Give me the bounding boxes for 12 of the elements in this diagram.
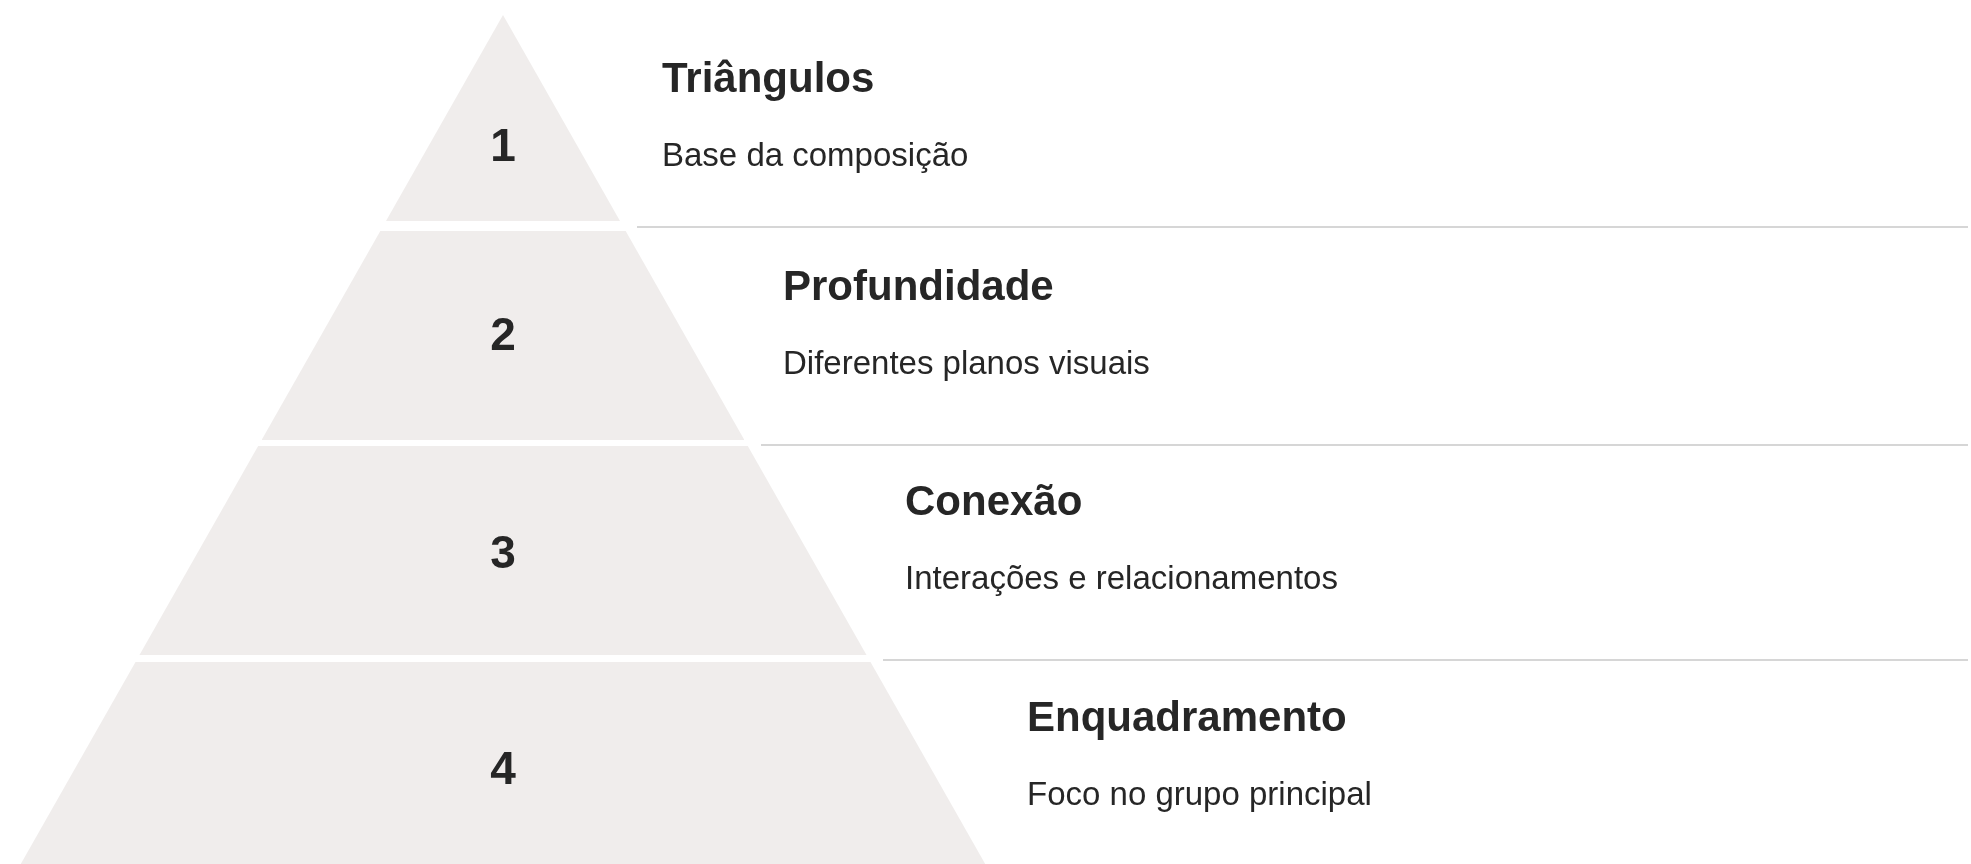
tier-heading: Enquadramento	[1027, 696, 1347, 738]
tier-heading: Profundidade	[783, 265, 1054, 307]
tier-number: 1	[489, 122, 517, 168]
tier-heading: Conexão	[905, 480, 1083, 522]
tier-description: Foco no grupo principal	[1027, 777, 1372, 810]
tier-number: 3	[489, 529, 517, 575]
tier-description: Diferentes planos visuais	[783, 346, 1150, 379]
tier-number: 2	[489, 311, 517, 357]
tier-heading: Triângulos	[662, 57, 875, 99]
tier-description: Base da composição	[662, 138, 969, 171]
tier-description: Interações e relacionamentos	[905, 561, 1338, 594]
tier-number: 4	[489, 745, 517, 791]
